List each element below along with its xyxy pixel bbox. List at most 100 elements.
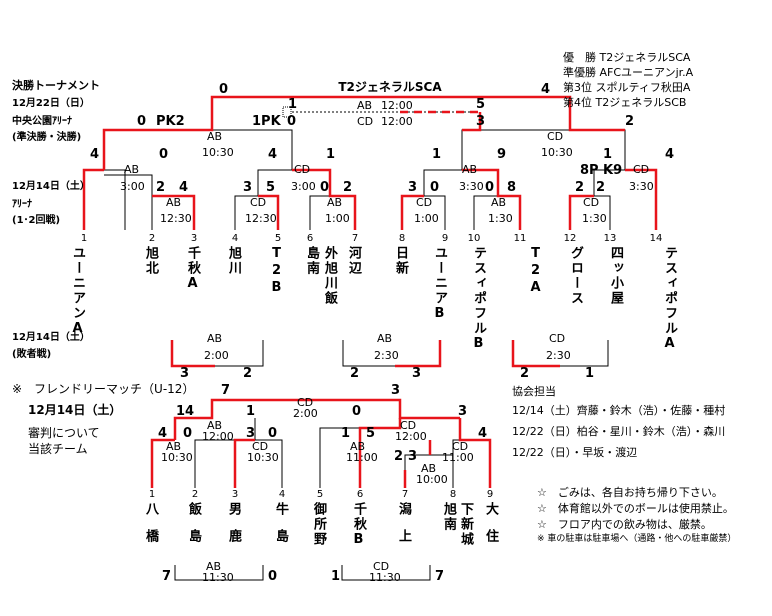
friendly-time: 11:00 bbox=[442, 451, 474, 464]
friendly-court: AB bbox=[350, 440, 366, 453]
losers-time: 2:00 bbox=[204, 349, 229, 362]
final-time: 12:00 bbox=[381, 115, 413, 128]
friendly-title: ※ フレンドリーマッチ（U-12） bbox=[12, 382, 195, 396]
result-champion: 優 勝 T2ジェネラルSCA bbox=[563, 51, 691, 64]
r1-score: 8 bbox=[507, 180, 517, 195]
friendly-time: 10:30 bbox=[247, 451, 279, 464]
result-runner-up: 準優勝 AFCユーニアンjr.A bbox=[563, 66, 694, 79]
final-winner: T2ジェネラルSCA bbox=[338, 80, 442, 94]
friendly-score: 1 bbox=[246, 404, 256, 419]
friendly-team-name: 下新城 bbox=[458, 502, 473, 547]
r2-court: CD bbox=[633, 163, 650, 176]
friendly-score: 1 bbox=[331, 569, 341, 584]
r1-time: 12:30 bbox=[160, 212, 192, 225]
losers-score: 2 bbox=[243, 366, 253, 381]
friendly-score: 1 bbox=[341, 426, 351, 441]
r1-time: 12:30 bbox=[245, 212, 277, 225]
friendly-score: 4 bbox=[158, 426, 168, 441]
r1-time: 1:30 bbox=[488, 212, 513, 225]
friendly-court: AB bbox=[421, 462, 437, 475]
losers-court: CD bbox=[549, 332, 566, 345]
friendly-time: 2:00 bbox=[293, 407, 318, 420]
team-name: 千秋A bbox=[185, 246, 200, 293]
friendly-score: 0 bbox=[268, 569, 278, 584]
friendly-court: AB bbox=[206, 560, 222, 573]
friendly-team-number: 7 bbox=[401, 489, 409, 500]
friendly-team-number: 8 bbox=[449, 489, 457, 500]
r1-score: 5 bbox=[266, 180, 276, 195]
final-right-score: 3 bbox=[476, 114, 486, 129]
semi-left-court: AB bbox=[207, 130, 223, 143]
r1-court: AB bbox=[491, 196, 507, 209]
team-name: 日新 bbox=[393, 246, 408, 276]
losers-score: 3 bbox=[180, 366, 190, 381]
team-name: テスィポフルB bbox=[471, 246, 486, 353]
semi-left-score: 0 bbox=[137, 114, 147, 129]
r2-court: AB bbox=[462, 163, 478, 176]
final-left-pk: 1PK bbox=[252, 114, 281, 129]
r1-score: 2 bbox=[575, 180, 585, 195]
r1-court: AB bbox=[327, 196, 343, 209]
third-right-score: 5 bbox=[476, 97, 486, 112]
friendly-time: 11:00 bbox=[346, 451, 378, 464]
r2-score: 0 bbox=[159, 147, 169, 162]
friendly-team-number: 9 bbox=[486, 489, 494, 500]
early-date: 12月14日（土） bbox=[12, 181, 90, 192]
friendly-time: 12:00 bbox=[395, 430, 427, 443]
team-number: 8 bbox=[398, 233, 406, 244]
friendly-team-name: 潟上 bbox=[396, 502, 411, 556]
team-name: 島南 bbox=[304, 246, 319, 276]
friendly-court: CD bbox=[297, 396, 314, 409]
r1-time: 1:00 bbox=[414, 212, 439, 225]
r1-time: 1:30 bbox=[582, 212, 607, 225]
team-number: 4 bbox=[231, 233, 239, 244]
page-title: 決勝トーナメント bbox=[12, 79, 100, 92]
friendly-team-name: 飯島 bbox=[186, 502, 201, 556]
friendly-time: 10:00 bbox=[416, 473, 448, 486]
losers-date: 12月14日（土） bbox=[12, 332, 90, 343]
r2-court: CD bbox=[294, 163, 311, 176]
r1-score: 0 bbox=[430, 180, 440, 195]
friendly-court: AB bbox=[166, 440, 182, 453]
result-fourth: 第4位 T2ジェネラルSCB bbox=[563, 96, 687, 109]
friendly-court: CD bbox=[452, 440, 469, 453]
team-name: テスィポフルA bbox=[662, 246, 677, 353]
friendly-team-name: 千秋B bbox=[351, 502, 366, 549]
team-name: ユーニアンA bbox=[70, 246, 85, 338]
team-name: 河辺 bbox=[346, 246, 361, 276]
losers-score: 1 bbox=[585, 366, 595, 381]
friendly-team-name: 大住 bbox=[483, 502, 498, 556]
r1-court: CD bbox=[416, 196, 433, 209]
team-number: 7 bbox=[351, 233, 359, 244]
final-score-left: 0 bbox=[219, 82, 229, 97]
friendly-team-name: 男鹿 bbox=[226, 502, 241, 556]
team-number: 6 bbox=[306, 233, 314, 244]
friendly-time: 10:30 bbox=[161, 451, 193, 464]
r1-court: AB bbox=[166, 196, 182, 209]
friendly-score: 7 bbox=[162, 569, 172, 584]
officials-title: 協会担当 bbox=[512, 385, 556, 398]
r2-score: 4 bbox=[268, 147, 278, 162]
team-name: 旭北 bbox=[143, 246, 158, 276]
r2-pk: 8P bbox=[580, 163, 599, 178]
r2-court: AB bbox=[124, 163, 140, 176]
friendly-time: 12:00 bbox=[202, 430, 234, 443]
friendly-court: CD bbox=[252, 440, 269, 453]
r1-court: CD bbox=[250, 196, 267, 209]
friendly-court: CD bbox=[373, 560, 390, 573]
r2-score: 1 bbox=[326, 147, 336, 162]
team-number: 12 bbox=[563, 233, 577, 244]
friendly-team-number: 5 bbox=[316, 489, 324, 500]
friendly-team-name: 牛島 bbox=[273, 502, 288, 556]
third-left-score: 1 bbox=[288, 97, 298, 112]
friendly-score: 0 bbox=[268, 426, 278, 441]
r2-time: 3:30 bbox=[629, 180, 654, 193]
friendly-score: 7 bbox=[221, 383, 231, 398]
r2-score: 1 bbox=[603, 147, 613, 162]
team-number: 3 bbox=[190, 233, 198, 244]
r2-score: 9 bbox=[497, 147, 507, 162]
friendly-team-number: 1 bbox=[148, 489, 156, 500]
team-name: 外旭川飯 bbox=[322, 246, 337, 306]
team-number: 2 bbox=[148, 233, 156, 244]
